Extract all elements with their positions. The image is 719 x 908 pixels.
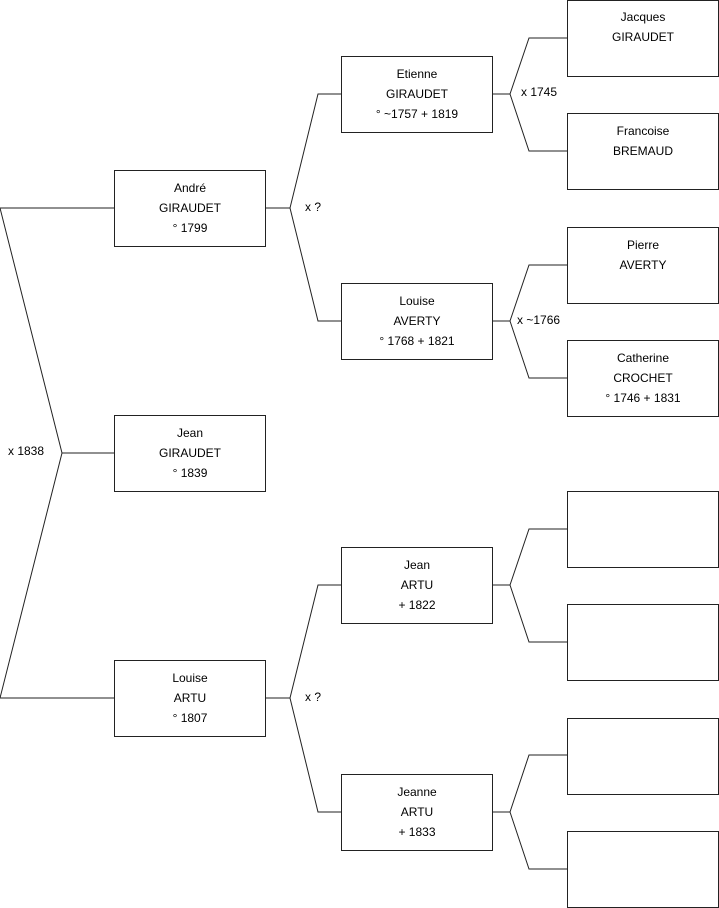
person-last-name: GIRAUDET <box>158 201 221 215</box>
connector-main <box>0 207 114 699</box>
person-first-name: Jean <box>403 558 431 572</box>
person-dates: + 1822 <box>398 598 436 612</box>
person-box-louise-artu[interactable]: Louise ARTU ° 1807 <box>114 660 266 737</box>
person-first-name: Louise <box>172 671 208 685</box>
connector-jean-artu-parents <box>492 528 567 643</box>
person-box-jacques-giraudet[interactable]: Jacques GIRAUDET <box>567 0 719 77</box>
person-last-name: ARTU <box>400 578 434 592</box>
person-first-name: Jean <box>176 426 204 440</box>
person-last-name: BREMAUD <box>612 144 673 158</box>
marriage-label-louise-averty-parents: x ~1766 <box>517 313 561 327</box>
connector-louise-artu-parents <box>265 584 341 813</box>
person-last-name: CROCHET <box>613 371 673 385</box>
person-dates: ° 1799 <box>172 221 208 235</box>
person-dates: + 1833 <box>398 825 436 839</box>
person-last-name: ARTU <box>400 805 434 819</box>
person-first-name: Catherine <box>616 351 670 365</box>
person-first-name: Pierre <box>626 238 659 252</box>
person-box-francoise-bremaud[interactable]: Francoise BREMAUD <box>567 113 719 190</box>
person-last-name: AVERTY <box>619 258 667 272</box>
person-box-jean-artu[interactable]: Jean ARTU + 1822 <box>341 547 493 624</box>
person-box-etienne-giraudet[interactable]: Etienne GIRAUDET ° ~1757 + 1819 <box>341 56 493 133</box>
person-dates: ° 1768 + 1821 <box>379 334 455 348</box>
person-box-empty-1[interactable] <box>567 491 719 568</box>
marriage-label-main: x 1838 <box>8 444 45 458</box>
person-box-louise-averty[interactable]: Louise AVERTY ° 1768 + 1821 <box>341 283 493 360</box>
person-first-name: Francoise <box>616 124 670 138</box>
person-first-name: Louise <box>399 294 435 308</box>
person-box-pierre-averty[interactable]: Pierre AVERTY <box>567 227 719 304</box>
connector-etienne-parents <box>492 37 567 152</box>
person-dates: ° 1746 + 1831 <box>605 391 681 405</box>
person-box-empty-3[interactable] <box>567 718 719 795</box>
person-dates: ° 1839 <box>172 466 208 480</box>
person-box-jeanne-artu[interactable]: Jeanne ARTU + 1833 <box>341 774 493 851</box>
person-last-name: GIRAUDET <box>385 87 448 101</box>
person-dates: ° ~1757 + 1819 <box>375 107 459 121</box>
person-box-empty-2[interactable] <box>567 604 719 681</box>
marriage-label-andre-parents: x ? <box>305 200 322 214</box>
person-first-name: Etienne <box>396 67 438 81</box>
connector-jeanne-artu-parents <box>492 754 567 870</box>
person-first-name: Jacques <box>620 10 666 24</box>
connector-louise-averty-parents <box>492 264 567 379</box>
person-last-name: ARTU <box>173 691 207 705</box>
marriage-label-louise-artu-parents: x ? <box>305 690 322 704</box>
person-first-name: Jeanne <box>397 785 437 799</box>
person-box-catherine-crochet[interactable]: Catherine CROCHET ° 1746 + 1831 <box>567 340 719 417</box>
person-box-empty-4[interactable] <box>567 831 719 908</box>
person-last-name: GIRAUDET <box>158 446 221 460</box>
person-box-andre-giraudet[interactable]: André GIRAUDET ° 1799 <box>114 170 266 247</box>
person-box-jean-giraudet[interactable]: Jean GIRAUDET ° 1839 <box>114 415 266 492</box>
marriage-label-etienne-parents: x 1745 <box>521 85 558 99</box>
person-dates: ° 1807 <box>172 711 208 725</box>
connector-andre-parents <box>265 93 341 322</box>
person-first-name: André <box>173 181 207 195</box>
person-last-name: GIRAUDET <box>611 30 674 44</box>
person-last-name: AVERTY <box>393 314 441 328</box>
